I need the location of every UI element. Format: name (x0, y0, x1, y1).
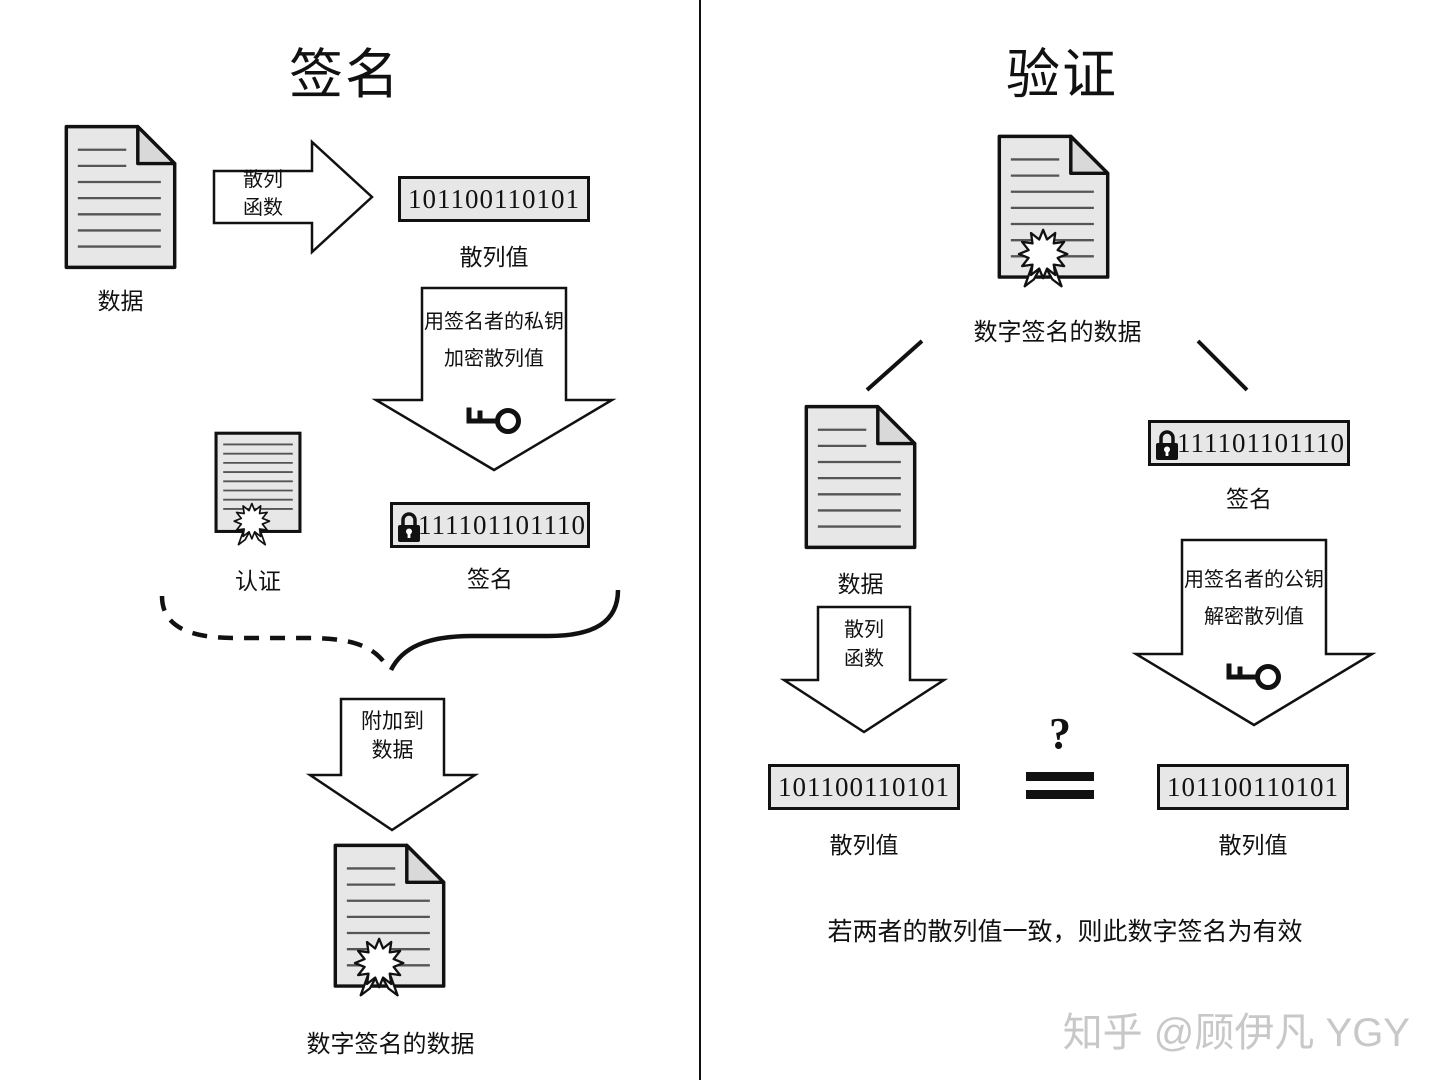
public-key-icon (1226, 662, 1282, 692)
hash-value-left-label: 散列值 (829, 832, 899, 858)
equals-bar-bottom (1026, 790, 1094, 799)
brace-solid-half (388, 589, 621, 672)
signature-box: 111101101110 (390, 502, 590, 548)
encrypt-arrow-line1: 用签名者的私钥 (424, 311, 564, 333)
signing-title: 签名 (289, 45, 401, 105)
hash-function-line1: 散列 (844, 619, 884, 641)
hash-value-right-text: 101100110101 (1167, 771, 1339, 802)
right-arrow-icon (212, 139, 374, 255)
attach-arrow: 附加到 数据 (305, 697, 480, 832)
private-key-icon (466, 406, 522, 436)
hash-value-text: 101100110101 (408, 183, 580, 214)
verification-title: 验证 (1006, 45, 1118, 105)
hash-function-line1: 散列 (243, 169, 283, 191)
down-arrow-icon (305, 697, 480, 832)
attach-arrow-line2: 数据 (371, 739, 414, 762)
comparison: ? (1022, 712, 1098, 804)
brace-dashed-half (159, 595, 390, 670)
signature-box: 111101101110 (1148, 420, 1350, 466)
signed-document-icon (333, 843, 446, 1000)
hash-value-right-label: 散列值 (1218, 832, 1288, 858)
signed-document-icon (997, 134, 1110, 291)
hash-value-box: 101100110101 (398, 176, 590, 222)
signature-label: 签名 (1226, 486, 1272, 512)
certificate-icon (214, 431, 302, 549)
signed-document-label: 数字签名的数据 (306, 1031, 475, 1058)
hash-function-line2: 函数 (243, 197, 283, 219)
hash-value-left-text: 101100110101 (778, 771, 950, 802)
combine-brace (159, 589, 621, 672)
hash-value-box-right: 101100110101 (1157, 764, 1349, 810)
question-mark: ? (1049, 709, 1071, 758)
encrypt-arrow-line2: 加密散列值 (444, 348, 544, 370)
decrypt-arrow-line2: 解密散列值 (1204, 606, 1304, 628)
down-arrow-icon (371, 286, 617, 472)
panel-divider (699, 0, 701, 1080)
hash-function-arrow: 散列 函数 (779, 605, 949, 734)
hash-function-arrow-label: 散列 函数 (214, 166, 312, 222)
data-document-label: 数据 (837, 571, 884, 597)
data-document-label: 数据 (97, 288, 144, 314)
data-document-icon (64, 124, 177, 270)
hash-function-line2: 函数 (844, 648, 884, 670)
hash-function-arrow: 散列 函数 (212, 139, 374, 255)
signature-value-text: 111101101110 (1177, 427, 1345, 458)
data-document-icon (804, 404, 917, 550)
split-line-right (1196, 339, 1249, 392)
lock-icon (1154, 430, 1180, 462)
down-arrow-icon (1131, 538, 1377, 727)
split-line-left (865, 339, 924, 392)
watermark: 知乎 @顾伊凡 YGY (1062, 1011, 1410, 1055)
encrypt-arrow: 用签名者的私钥 加密散列值 (371, 286, 617, 472)
down-arrow-icon (779, 605, 949, 734)
equals-bar-top (1026, 772, 1094, 781)
certificate-label: 认证 (235, 568, 281, 594)
lock-icon (396, 512, 422, 544)
signature-label: 签名 (467, 566, 513, 592)
conclusion-text: 若两者的散列值一致，则此数字签名为有效 (827, 918, 1303, 946)
signature-value-text: 111101101110 (418, 509, 586, 540)
hash-value-label: 散列值 (459, 244, 529, 270)
decrypt-arrow: 用签名者的公钥 解密散列值 (1131, 538, 1377, 727)
attach-arrow-line1: 附加到 (361, 710, 424, 733)
decrypt-arrow-line1: 用签名者的公钥 (1184, 569, 1324, 591)
hash-value-box-left: 101100110101 (768, 764, 960, 810)
signed-document-label: 数字签名的数据 (973, 319, 1142, 346)
